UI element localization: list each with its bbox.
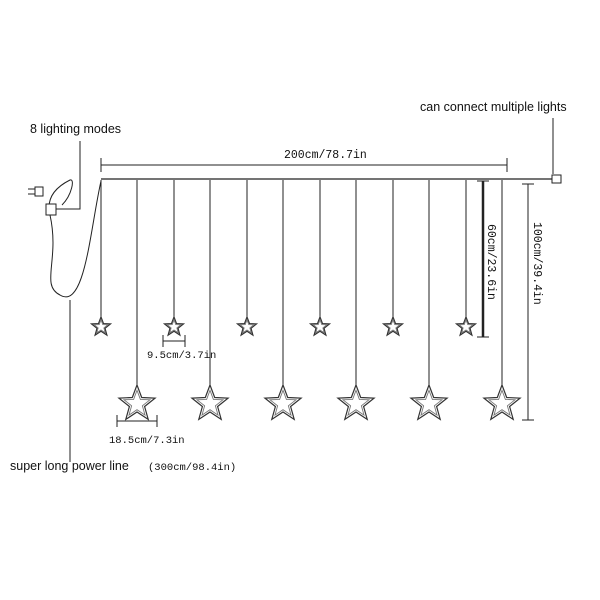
small-stars [89,315,478,337]
power-line-label: super long power line [10,459,129,473]
short-drop-label: 60cm/23.6in [484,224,497,300]
drop-wires [100,180,503,386]
large-star-icon [263,383,303,421]
large-star-width-dimension [116,415,158,427]
small-star-width-dimension [162,335,186,347]
controller-box [45,203,57,216]
small-star-icon [381,315,405,337]
small-star-icon [308,315,332,337]
leader-lines [56,118,554,462]
small-star-size-label: 9.5cm/3.7in [147,350,216,362]
long-drop-dimension [522,183,534,421]
large-star-icon [482,383,522,421]
power-line-length-label: (300cm/98.4in) [148,462,236,474]
small-star-icon [89,315,113,337]
large-star-icon [336,383,376,421]
width-dimension [100,158,508,172]
large-star-size-label: 18.5cm/7.3in [109,435,185,447]
end-connector-icon [551,174,562,184]
small-star-icon [235,315,259,337]
width-label: 200cm/78.7in [284,149,367,162]
connect-multiple-label: can connect multiple lights [420,100,567,114]
short-drop-dimension [477,180,489,338]
small-star-icon [454,315,478,337]
long-drop-label: 100cm/39.4in [530,222,543,305]
lighting-modes-label: 8 lighting modes [30,122,121,136]
large-star-icon [190,383,230,421]
plug-icon [28,186,44,197]
large-star-icon [117,383,157,421]
large-stars [117,383,522,421]
small-star-icon [162,315,186,337]
power-cable [48,179,102,298]
large-star-icon [409,383,449,421]
